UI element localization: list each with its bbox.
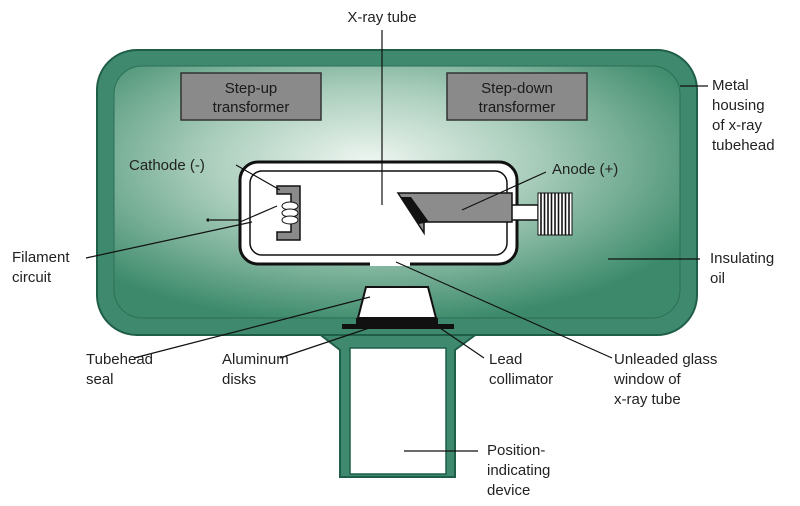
filament-coil xyxy=(281,201,299,225)
label-aluminum-disks-1: Aluminum xyxy=(222,351,289,368)
label-pid-2: indicating xyxy=(487,462,550,479)
anode-target xyxy=(401,197,429,224)
label-unleaded-window-1: Unleaded glass xyxy=(614,351,717,368)
position-indicating-device xyxy=(315,332,482,478)
step-up-label-line1: Step-up xyxy=(225,80,278,97)
label-unleaded-window-2: window of xyxy=(613,371,682,388)
label-metal-housing-4: tubehead xyxy=(712,137,775,154)
label-filament-circuit-1: Filament xyxy=(12,249,70,266)
label-insulating-oil-2: oil xyxy=(710,270,725,287)
label-lead-collimator-2: collimator xyxy=(489,371,553,388)
xray-tube xyxy=(238,160,573,266)
label-aluminum-disks-2: disks xyxy=(222,371,256,388)
label-anode: Anode (+) xyxy=(552,161,618,178)
step-down-label-line2: transformer xyxy=(479,99,556,116)
label-tubehead-seal-2: seal xyxy=(86,371,114,388)
label-cathode: Cathode (-) xyxy=(129,157,205,174)
step-up-label-line2: transformer xyxy=(213,99,290,116)
step-down-transformer xyxy=(446,72,588,121)
label-metal-housing-1: Metal xyxy=(712,77,749,94)
anode-stem xyxy=(509,204,539,221)
label-lead-collimator-1: Lead xyxy=(489,351,522,368)
label-pid-3: device xyxy=(487,482,530,499)
aluminum-disks xyxy=(356,318,438,324)
label-xray-tube: X-ray tube xyxy=(347,9,416,26)
label-metal-housing-2: housing xyxy=(712,97,765,114)
step-up-transformer xyxy=(180,72,322,121)
label-unleaded-window-3: x-ray tube xyxy=(614,391,681,408)
leader-lines xyxy=(85,30,708,452)
anode xyxy=(396,192,513,236)
step-down-label-line1: Step-down xyxy=(481,80,553,97)
label-pid-1: Position- xyxy=(487,442,545,459)
label-filament-circuit-2: circuit xyxy=(12,269,52,286)
label-insulating-oil-1: Insulating xyxy=(710,250,774,267)
label-tubehead-seal-1: Tubehead xyxy=(86,351,153,368)
cathode-cup xyxy=(276,185,301,241)
cooling-fins xyxy=(537,192,573,236)
tubehead-seal xyxy=(356,286,438,319)
label-metal-housing-3: of x-ray xyxy=(712,117,763,134)
unleaded-glass-window xyxy=(370,257,410,266)
lead-collimator xyxy=(342,324,454,329)
